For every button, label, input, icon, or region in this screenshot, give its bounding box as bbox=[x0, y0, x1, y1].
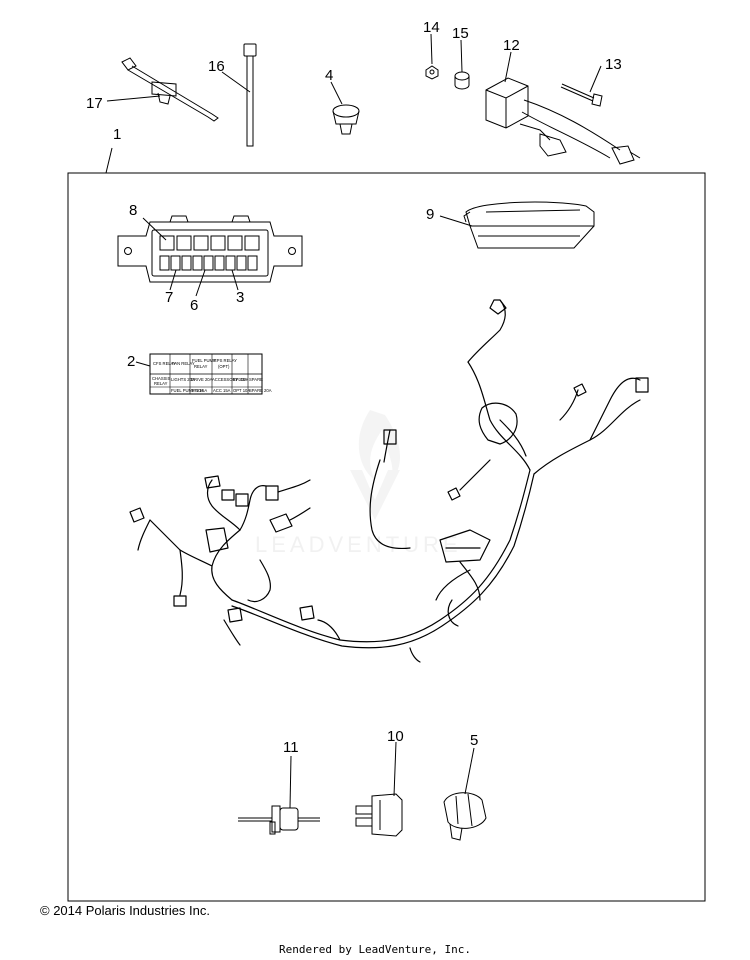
callout-16: 16 bbox=[208, 58, 225, 75]
leadventure-watermark: LEADVENTURE bbox=[255, 410, 462, 557]
callout-13: 13 bbox=[605, 56, 622, 73]
rendered-by-credit: Rendered by LeadVenture, Inc. bbox=[278, 943, 472, 956]
callout-4: 4 bbox=[325, 67, 333, 84]
callout-6: 6 bbox=[190, 297, 198, 314]
callout-15: 15 bbox=[452, 25, 469, 42]
part-13-bolt bbox=[560, 83, 603, 107]
label-chassis: CHASSIS bbox=[152, 376, 171, 381]
label-eps-opt: (OPT) bbox=[218, 364, 230, 369]
part-10-connector bbox=[355, 793, 403, 837]
label-accessory-20a: ACCESSORY 20A bbox=[212, 377, 247, 382]
label-eps-relay: EPS RELAY bbox=[214, 358, 237, 363]
label-chassis-relay: RELAY bbox=[154, 381, 168, 386]
label-fuel-pump: FUEL PUMP bbox=[192, 358, 216, 363]
callout-2: 2 bbox=[127, 353, 135, 370]
label-lights-20a: LIGHTS 20A bbox=[171, 377, 195, 382]
label-spare-20a: SPARE 20A bbox=[249, 388, 272, 393]
callout-3: 3 bbox=[236, 289, 244, 306]
label-fan-relay: FAN RELAY bbox=[172, 361, 195, 366]
copyright-notice: © 2014 Polaris Industries Inc. bbox=[40, 903, 210, 918]
label-spare: SPARE bbox=[249, 377, 263, 382]
part-16-cable-tie bbox=[243, 43, 257, 147]
part-11-inline-fuse bbox=[238, 805, 320, 835]
kit-border bbox=[67, 172, 706, 902]
callout-17: 17 bbox=[86, 95, 103, 112]
part-15-grommet bbox=[454, 71, 470, 90]
callout-5: 5 bbox=[470, 732, 478, 749]
label-acc-15a: ACC 15A bbox=[213, 388, 231, 393]
label-efi-15a: EFI 15A bbox=[192, 388, 207, 393]
label-fuel-pump-10a: FUEL PUMP 10A bbox=[171, 388, 204, 393]
fuse-box bbox=[117, 215, 303, 283]
callout-8: 8 bbox=[129, 202, 137, 219]
callout-11: 11 bbox=[283, 739, 299, 756]
label-efi-10a: EFI 10A bbox=[233, 377, 248, 382]
part-4-clip bbox=[332, 104, 360, 135]
fuse-row bbox=[159, 255, 258, 271]
watermark-text: LEADVENTURE bbox=[255, 532, 462, 557]
part-2-fuse-label: CFS RELAY FAN RELAY FUEL PUMP RELAY EPS … bbox=[149, 353, 272, 395]
part-12-module bbox=[485, 77, 641, 165]
part-14-nut bbox=[425, 65, 439, 80]
part-5-clamp bbox=[443, 792, 487, 841]
part-9-fuse-box-cover bbox=[463, 201, 595, 249]
label-fuel-pump-relay: RELAY bbox=[194, 364, 208, 369]
callout-14: 14 bbox=[423, 19, 440, 36]
callout-9: 9 bbox=[426, 206, 434, 223]
callout-1: 1 bbox=[113, 126, 121, 143]
callout-numbers: 1 2 3 4 5 6 7 8 9 10 11 12 13 14 15 16 1… bbox=[86, 19, 622, 756]
callout-10: 10 bbox=[387, 728, 404, 745]
label-opt-10a: OPT 10A bbox=[233, 388, 250, 393]
label-drive-20a: DRIVE 20A bbox=[191, 377, 213, 382]
main-wire-harness bbox=[129, 299, 649, 663]
relay-row bbox=[159, 235, 260, 251]
part-17-cable-tie-mount bbox=[121, 57, 219, 122]
label-cfs-relay: CFS RELAY bbox=[153, 361, 176, 366]
callout-7: 7 bbox=[165, 289, 173, 306]
callout-12: 12 bbox=[503, 37, 520, 54]
